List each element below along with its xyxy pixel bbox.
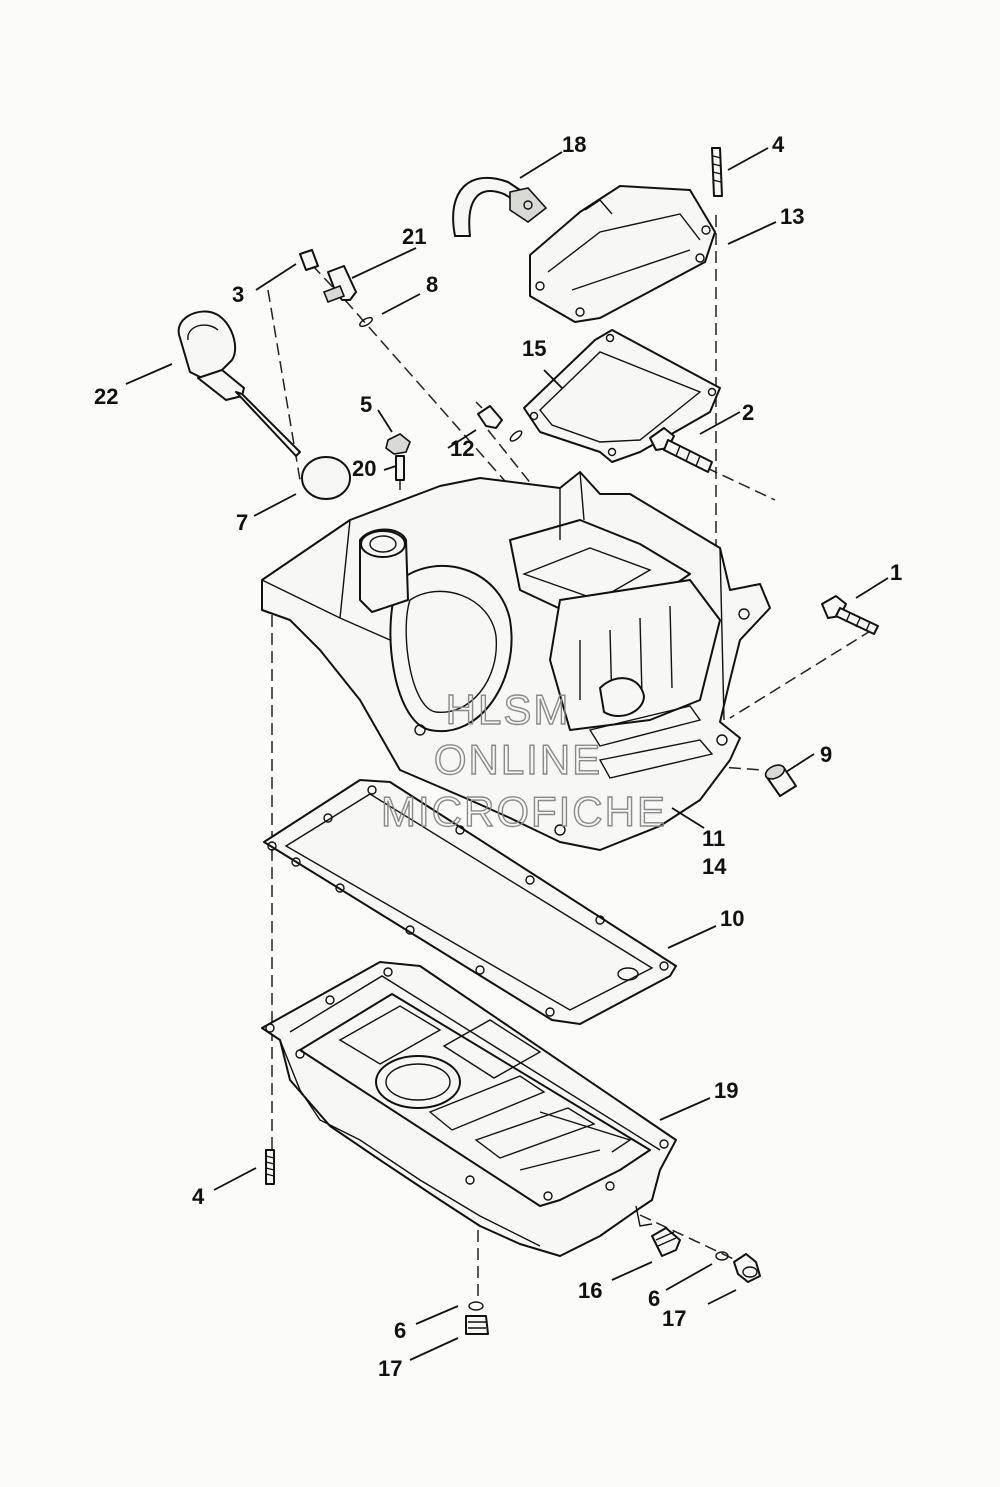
callout-12: 12	[450, 436, 474, 461]
bolt-part-2	[649, 427, 713, 473]
callout-21: 21	[402, 224, 426, 249]
watermark-line-2: ONLINE	[434, 736, 602, 783]
plug-part-9	[764, 764, 797, 797]
stud-part-4-bottom	[265, 1149, 275, 1185]
callout-1: 1	[890, 560, 902, 585]
cover-part-13	[529, 185, 716, 323]
callout-8: 8	[426, 272, 438, 297]
dipstick-part-22	[177, 310, 301, 457]
callout-2: 2	[742, 400, 754, 425]
callout-6-right: 6	[648, 1286, 660, 1311]
o-ring-part-7	[301, 456, 351, 500]
callout-7: 7	[236, 510, 248, 535]
watermark-line-1: HLSM	[446, 686, 571, 733]
callout-9: 9	[820, 742, 832, 767]
callout-3: 3	[232, 282, 244, 307]
drain-plug-part-17-right	[733, 1253, 761, 1283]
housing-part-11	[261, 471, 771, 851]
callout-4-bottom: 4	[192, 1184, 205, 1209]
callout-16: 16	[578, 1278, 602, 1303]
leader-lines	[125, 147, 889, 1361]
callout-11: 11	[702, 826, 725, 851]
o-ring-part-6-right	[715, 1251, 729, 1261]
callout-4-top: 4	[772, 132, 785, 157]
stud-part-4-top	[711, 147, 723, 197]
callout-17-right: 17	[662, 1306, 686, 1331]
callout-labels: 1 2 3 4 5 7 8 9 10 11 12 13 14 15 16 18 …	[94, 132, 902, 1381]
vent-hose-part-18	[452, 176, 548, 237]
watermark-line-3: MICROFICHE	[381, 788, 667, 835]
bolt-part-1	[821, 595, 879, 635]
callout-5: 5	[360, 392, 372, 417]
callout-20: 20	[352, 456, 376, 481]
screw-part-3	[299, 249, 319, 271]
plug-part-16	[651, 1227, 681, 1257]
callout-14: 14	[702, 854, 727, 879]
gasket-part-15	[523, 329, 721, 463]
callout-18: 18	[562, 132, 586, 157]
pan-gasket-part-10	[263, 779, 677, 1025]
callout-17-left: 17	[378, 1356, 402, 1381]
stud-part-20	[395, 455, 405, 481]
sensor-part-21	[322, 265, 357, 304]
callout-15: 15	[522, 336, 546, 361]
oil-pan-part-19	[261, 961, 677, 1257]
watermark: HLSM ONLINE MICROFICHE	[380, 685, 667, 835]
o-ring-part-6-left	[468, 1301, 484, 1311]
callout-22: 22	[94, 384, 118, 409]
nut-part-5	[385, 433, 411, 455]
callout-10: 10	[720, 906, 744, 931]
drain-plug-part-17-left	[465, 1315, 489, 1335]
callout-19: 19	[714, 1078, 738, 1103]
callout-6-left: 6	[394, 1318, 406, 1343]
sender-part-12	[475, 401, 523, 442]
callout-13: 13	[780, 204, 804, 229]
o-ring-part-8	[359, 316, 373, 328]
